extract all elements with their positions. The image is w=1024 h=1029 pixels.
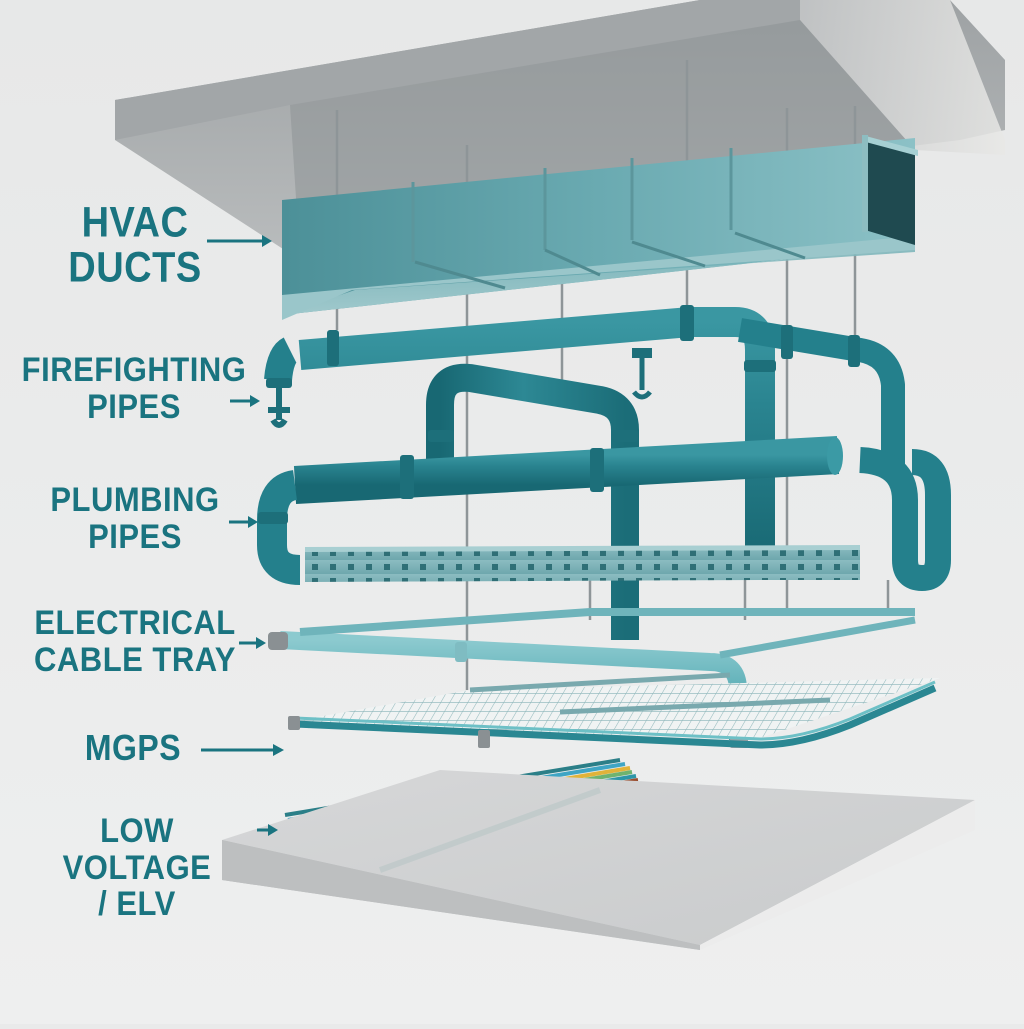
label-line: FIREFIGHTING — [21, 349, 247, 389]
label-line: PLUMBING — [50, 479, 220, 519]
label-arrows — [201, 235, 284, 836]
label-line: PIPES — [88, 516, 182, 556]
label-line: PIPES — [87, 386, 181, 426]
plumbing-pipes — [257, 363, 951, 640]
arrow-icon-plumb — [229, 516, 258, 528]
label-plumbing-pipes: PLUMBING PIPES — [40, 479, 230, 556]
arrow-icon-fire — [230, 395, 260, 407]
hvac-duct — [282, 135, 918, 320]
label-low-voltage-elv: LOW VOLTAGE / ELV — [22, 810, 252, 923]
arrow-icon-lv — [257, 824, 278, 836]
label-hvac-ducts: HVAC DUCTS — [60, 199, 210, 292]
label-line: / ELV — [98, 883, 176, 923]
label-line: LOW VOLTAGE — [62, 810, 212, 887]
label-electrical-cable-tray: ELECTRICAL CABLE TRAY — [30, 602, 240, 679]
arrow-icon-mgps — [201, 744, 284, 756]
cable-tray — [305, 545, 860, 582]
arrow-icon-elec — [239, 637, 266, 649]
label-line: DUCTS — [68, 244, 202, 292]
label-line: ELECTRICAL — [34, 602, 236, 642]
label-line: CABLE TRAY — [34, 639, 236, 679]
label-line: HVAC — [81, 199, 189, 247]
arrow-icon-hvac — [207, 235, 272, 247]
mgps-tray — [288, 672, 940, 749]
label-firefighting-pipes: FIREFIGHTING PIPES — [14, 349, 254, 426]
floor-slab — [222, 770, 975, 950]
label-mgps: MGPS — [78, 727, 188, 769]
label-line: MGPS — [84, 727, 182, 769]
firefighting-pipes — [264, 305, 905, 560]
